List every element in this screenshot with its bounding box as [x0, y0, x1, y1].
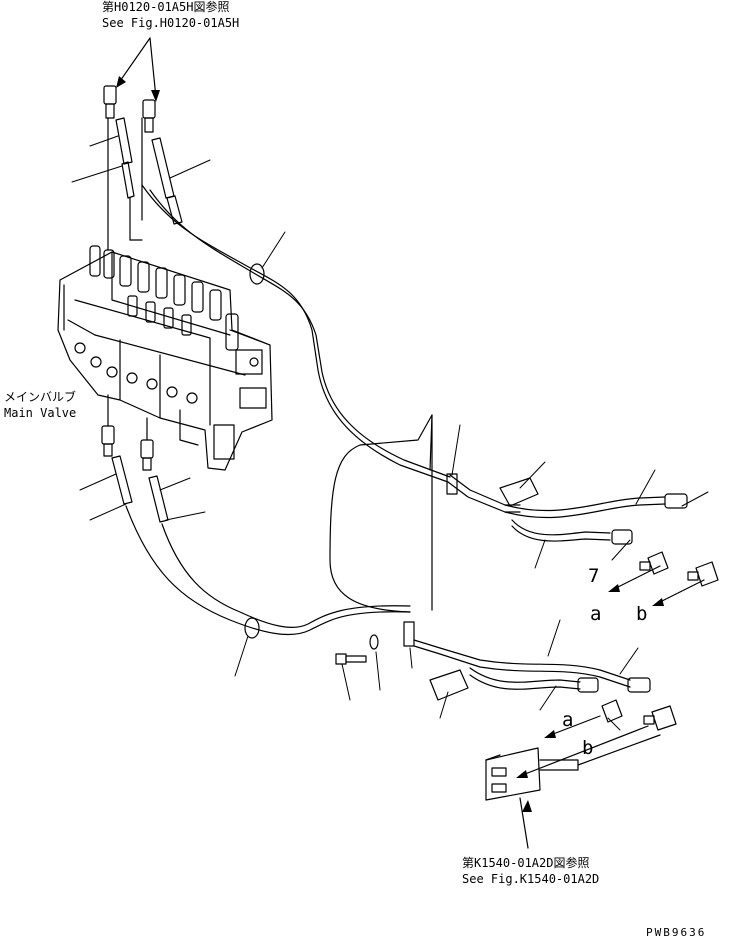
- reference-bottom-japanese: 第K1540-01A2D図参照: [462, 856, 590, 870]
- connection-letter-b-lower: b: [582, 737, 594, 759]
- drawing-number: PWB9636: [646, 926, 707, 939]
- upper-pipe-line: [141, 184, 521, 513]
- upper-right-hoses: [504, 493, 719, 587]
- main-valve-label-english: Main Valve: [4, 406, 77, 420]
- lower-clamp: [403, 621, 469, 701]
- upper-clamp: [446, 473, 539, 507]
- connection-letter-a-upper: a: [590, 603, 602, 625]
- connection-letter-a-lower: a: [562, 709, 574, 731]
- part-number-7: 7: [588, 565, 600, 587]
- main-valve-label-japanese: メインバルブ: [4, 390, 77, 404]
- reference-top-english: See Fig.H0120-01A5H: [102, 16, 240, 30]
- reference-arrows: [117, 37, 705, 849]
- main-valve-body: [57, 245, 273, 471]
- lower-right-hoses: [413, 639, 677, 731]
- bolt-and-washer: [335, 634, 379, 665]
- reference-bottom-english: See Fig.K1540-01A2D: [462, 872, 600, 886]
- reference-top-japanese: 第H0120-01A5H図参照: [102, 0, 230, 14]
- lower-left-hose-assembly: [101, 394, 411, 639]
- thin-return-line: [329, 414, 433, 613]
- leader-lines: [71, 135, 709, 731]
- connection-letter-b-upper: b: [636, 603, 648, 625]
- arrow-heads: [116, 76, 664, 812]
- connector-block: [485, 734, 661, 801]
